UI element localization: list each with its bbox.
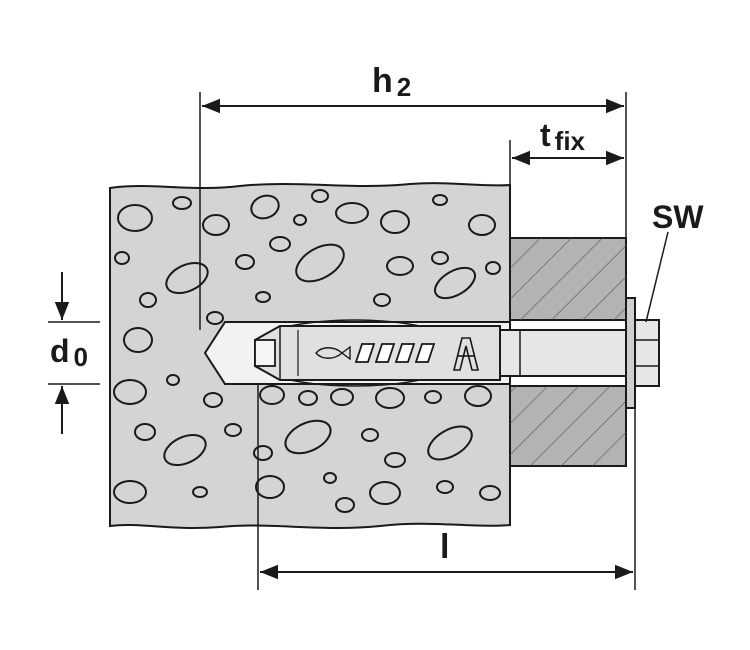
extension-lines — [48, 92, 636, 590]
l-label: l — [440, 528, 449, 566]
fa-mark-icon — [452, 337, 480, 371]
bolt-shaft — [499, 329, 627, 377]
concrete-aggregate — [113, 189, 501, 513]
fixture-plate — [509, 237, 627, 467]
hex-head — [634, 319, 660, 387]
washer — [625, 297, 636, 409]
expansion-sleeve — [254, 319, 501, 387]
sw-label: SW — [652, 199, 704, 235]
sleeve-slots — [354, 343, 436, 363]
sw-leader-line — [645, 231, 669, 323]
fischer-logo-icon — [315, 345, 351, 361]
